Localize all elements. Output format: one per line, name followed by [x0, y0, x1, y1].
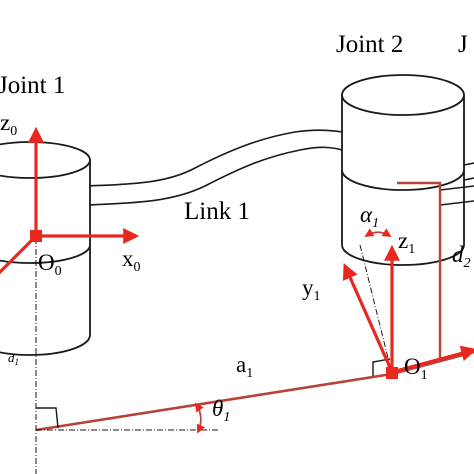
z1-label: z1 — [398, 228, 415, 257]
link1-tube — [87, 129, 343, 206]
origin0-label: O0 — [38, 250, 62, 279]
x1-axis-arrow — [391, 345, 474, 374]
joint3-partial-label: J — [458, 31, 468, 58]
right-angle-markers — [36, 358, 391, 429]
origin0-marker — [30, 230, 42, 242]
link1-label: Link 1 — [184, 198, 250, 225]
joint2-label: Joint 2 — [336, 31, 403, 58]
theta1-arc — [195, 402, 206, 434]
d1-label: d1 — [8, 350, 19, 367]
alpha1-label: α1 — [360, 202, 379, 231]
a1-label: a1 — [236, 352, 253, 381]
joint2-cylinder — [341, 74, 465, 266]
origin1-label: O1 — [404, 354, 428, 383]
joint1-cylinder — [0, 141, 91, 356]
x0-label: x0 — [122, 246, 141, 275]
theta1-label: θ1 — [212, 396, 230, 425]
origin1-marker — [386, 367, 398, 379]
z0-label: z0 — [0, 110, 17, 139]
y1-label: y1 — [302, 275, 321, 304]
joint2-offset-frame — [397, 181, 442, 358]
joint1-label: Joint 1 — [0, 72, 65, 99]
y1-axis-arrow — [342, 263, 394, 373]
frame0-axes — [0, 126, 140, 275]
y0-axis-arrow — [0, 234, 38, 275]
alpha1-arc — [364, 228, 392, 237]
d2-label: d2 — [452, 242, 471, 271]
frame1-axes — [342, 244, 474, 374]
